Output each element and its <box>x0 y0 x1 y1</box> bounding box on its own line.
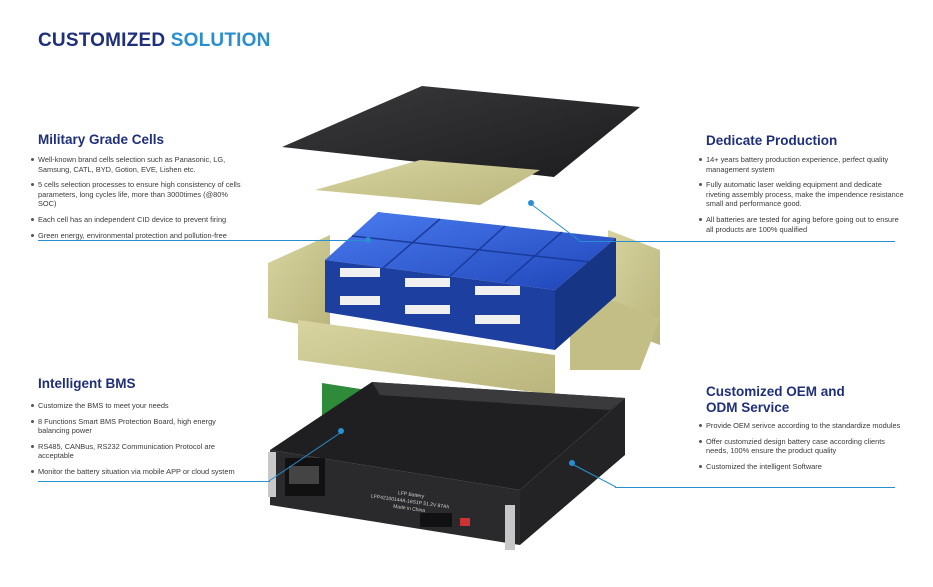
military-cells-heading: Military Grade Cells <box>38 132 165 147</box>
list-item: All batteries are tested for aging befor… <box>699 215 904 234</box>
intelligent-bms-leader-bend <box>268 430 344 482</box>
military-cells-list: Well-known brand cells selection such as… <box>31 155 241 246</box>
list-item: Fully automatic laser welding equipment … <box>699 180 904 209</box>
list-item: RS485, CANBus, RS232 Communication Proto… <box>31 442 241 461</box>
page-title: CUSTOMIZED SOLUTION <box>38 30 271 52</box>
military-cells-leader-dot <box>365 237 371 243</box>
list-item: Customized the intelligent Software <box>699 462 904 472</box>
dedicate-production-leader-bend <box>530 203 581 242</box>
list-item: 14+ years battery production experience,… <box>699 155 904 174</box>
intelligent-bms-leader-line <box>38 481 270 482</box>
top-insulation-sheet <box>315 160 540 205</box>
list-item: Offer customzied design battery case acc… <box>699 437 904 456</box>
military-cells-leader-line <box>38 240 368 241</box>
oem-odm-leader-bend <box>571 463 617 488</box>
cell-pack <box>325 212 616 350</box>
dedicate-production-list: 14+ years battery production experience,… <box>699 155 904 240</box>
intelligent-bms-list: Customize the BMS to meet your needs 8 F… <box>31 401 241 483</box>
front-insulation-sheet <box>298 320 555 395</box>
oem-odm-heading: Customized OEM and ODM Service <box>706 384 845 416</box>
list-item: Well-known brand cells selection such as… <box>31 155 241 174</box>
dedicate-production-leader-line <box>580 241 895 242</box>
oem-odm-leader-line <box>615 487 895 488</box>
list-item: Green energy, environmental protection a… <box>31 231 241 241</box>
list-item: 5 cells selection processes to ensure hi… <box>31 180 241 209</box>
title-part-2: SOLUTION <box>170 30 271 51</box>
oem-odm-leader-dot <box>569 460 575 466</box>
title-part-1: CUSTOMIZED <box>38 30 166 51</box>
dedicate-production-heading: Dedicate Production <box>706 133 838 148</box>
oem-odm-list: Provide OEM serivce according to the sta… <box>699 421 904 477</box>
top-lid-plate <box>282 86 640 177</box>
battery-housing <box>268 382 625 550</box>
list-item: Customize the BMS to meet your needs <box>31 401 241 411</box>
list-item: Monitor the battery situation via mobile… <box>31 467 241 477</box>
intelligent-bms-leader-dot <box>338 428 344 434</box>
intelligent-bms-heading: Intelligent BMS <box>38 376 136 391</box>
list-item: Provide OEM serivce according to the sta… <box>699 421 904 431</box>
dedicate-production-leader-dot <box>528 200 534 206</box>
list-item: 8 Functions Smart BMS Protection Board, … <box>31 417 241 436</box>
list-item: Each cell has an independent CID device … <box>31 215 241 225</box>
oem-odm-heading-line-1: Customized OEM and <box>706 384 845 399</box>
oem-odm-heading-line-2: ODM Service <box>706 400 790 415</box>
left-insulation-sheet <box>268 235 330 330</box>
